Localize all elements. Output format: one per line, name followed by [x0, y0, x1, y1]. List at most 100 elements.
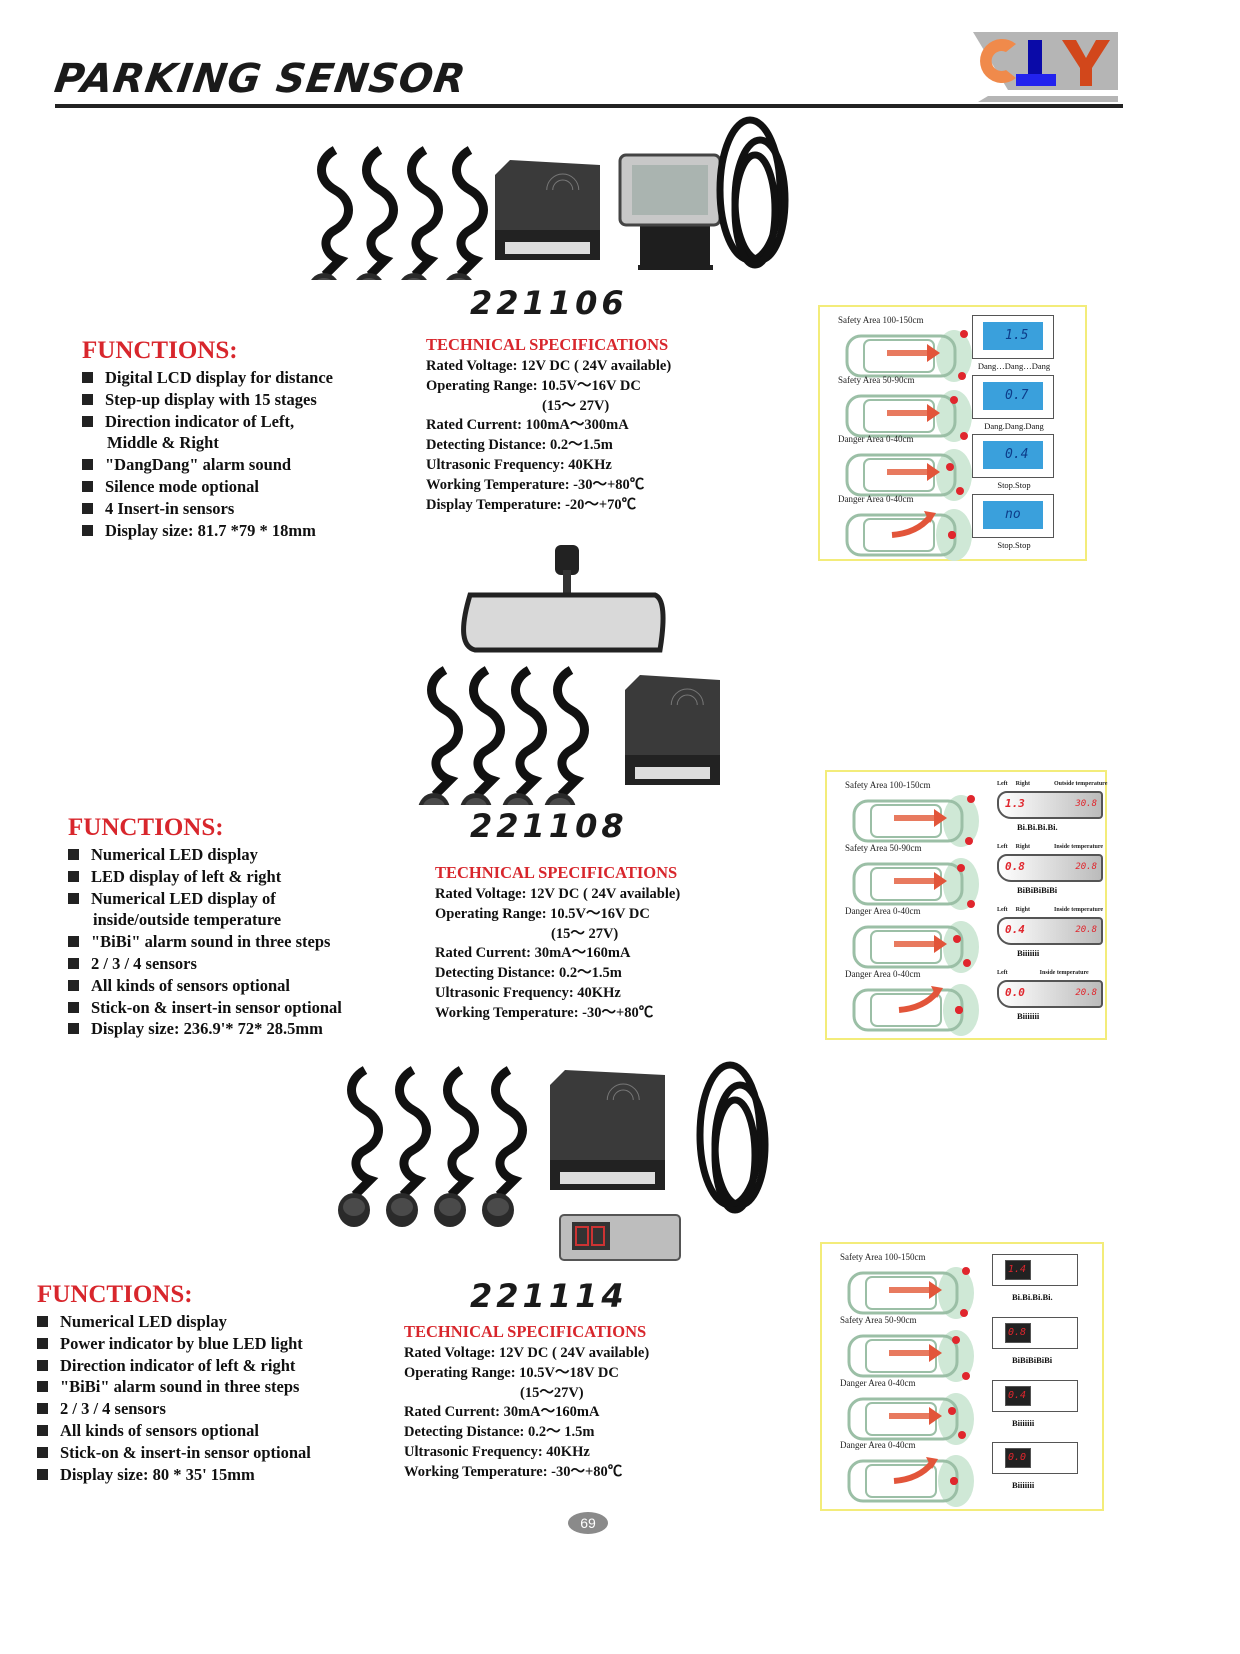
area-label: Danger Area 0-40cm	[845, 906, 921, 916]
bullet-square-icon	[82, 480, 93, 492]
spec-item: Rated Voltage: 12V DC ( 24V available)	[435, 886, 681, 902]
car-top-view-icon	[844, 1451, 974, 1516]
spec-item: Working Temperature: -30～+80℃	[404, 1463, 623, 1480]
function-item: Stick-on & insert-in sensor optional	[68, 997, 342, 1019]
product-photo	[400, 540, 740, 827]
function-item: 2 / 3 / 4 sensors	[37, 1398, 311, 1420]
right-label: Right	[1015, 844, 1031, 850]
area-label: Safety Area 100-150cm	[840, 1252, 926, 1262]
function-text: Middle & Right	[107, 433, 219, 453]
bullet-square-icon	[82, 459, 93, 471]
sensor-icon	[353, 146, 398, 307]
temperature-label: Inside temperature	[1054, 844, 1104, 850]
bullet-square-icon	[37, 1446, 48, 1458]
area-label: Safety Area 50-90cm	[845, 843, 922, 853]
function-item: Stick-on & insert-in sensor optional	[37, 1442, 311, 1464]
bullet-square-icon	[37, 1337, 48, 1349]
bullet-square-icon	[68, 1001, 79, 1013]
left-label: Left	[997, 907, 1008, 913]
display-illustration: 1.4	[992, 1254, 1078, 1286]
alarm-sound-label: Bi.Bi.Bi.Bi.	[1017, 822, 1058, 832]
display-value: 1.5	[1005, 328, 1029, 343]
cable-coil-icon	[716, 116, 789, 269]
bullet-square-icon	[82, 372, 93, 383]
bullet-square-icon	[68, 892, 79, 904]
spec-item: Rated Voltage: 12V DC ( 24V available)	[426, 358, 672, 374]
display-value: 0.4	[1008, 1389, 1027, 1401]
function-item: "BiBi" alarm sound in three steps	[68, 931, 342, 953]
lcd-screen: no	[983, 500, 1043, 529]
bullet-square-icon	[68, 979, 79, 991]
function-text: Numerical LED display	[91, 845, 258, 864]
specs-list: Rated Voltage: 12V DC ( 24V available)Op…	[404, 1344, 649, 1483]
sensor-icon	[338, 1066, 383, 1227]
function-text: "BiBi" alarm sound in three steps	[60, 1377, 300, 1397]
function-item: 2 / 3 / 4 sensors	[68, 953, 342, 975]
temperature-label: Inside temperature	[1039, 970, 1089, 976]
area-label: Danger Area 0-40cm	[845, 969, 921, 979]
specs-list: Rated Voltage: 12V DC ( 24V available)Op…	[426, 357, 671, 515]
function-text: Stick-on & insert-in sensor optional	[91, 997, 342, 1017]
function-text: Direction indicator of Left,	[105, 411, 295, 431]
function-item: Silence mode optional	[82, 476, 333, 498]
car-top-view-icon	[844, 1263, 974, 1328]
cable-coil-icon	[696, 1061, 769, 1214]
function-item: "BiBi" alarm sound in three steps	[37, 1376, 311, 1398]
display-value: 0.4	[1005, 447, 1029, 462]
spec-item: Ultrasonic Frequency: 40KHz	[426, 456, 612, 473]
function-text: Display size: 236.9'* 72* 28.5mm	[91, 1019, 323, 1039]
spec-item: Working Temperature: -30～+80℃	[435, 1004, 654, 1021]
function-text: LED display of left & right	[91, 866, 282, 886]
function-text: All kinds of sensors optional	[60, 1420, 259, 1440]
function-item: Middle & Right	[82, 432, 333, 454]
function-text: "BiBi" alarm sound in three steps	[91, 932, 331, 952]
spec-item: (15～27V)	[520, 1384, 584, 1401]
function-item: Direction indicator of left & right	[37, 1355, 311, 1377]
car-top-view-icon	[842, 445, 972, 510]
led-display-icon	[559, 1214, 681, 1261]
area-label: Danger Area 0-40cm	[840, 1377, 916, 1388]
spec-item: Detecting Distance: 0.2～1.5m	[435, 965, 622, 982]
temperature-value: 20.8	[1075, 925, 1097, 935]
function-item: Display size: 81.7 *79 * 18mm	[82, 520, 333, 542]
display-value: 0.0	[1008, 1452, 1027, 1464]
spec-item: (15～ 27V)	[551, 925, 619, 942]
functions-heading: FUNCTIONS:	[37, 1281, 193, 1308]
bullet-square-icon	[82, 524, 93, 536]
spec-item: Detecting Distance: 0.2～ 1.5m	[404, 1424, 595, 1441]
car-top-view-icon	[844, 1326, 974, 1391]
sensor-icon	[398, 146, 443, 307]
area-label: Danger Area 0-40cm	[838, 434, 914, 444]
left-label: Left	[997, 970, 1008, 976]
alarm-sound-label: Biiiiiii	[1012, 1417, 1035, 1428]
function-item: inside/outside temperature	[68, 909, 342, 931]
alarm-sound-label: Bi.Bi.Bi.Bi.	[1012, 1292, 1053, 1302]
left-label: Left	[997, 781, 1008, 787]
spec-item: Rated Voltage: 12V DC ( 24V available)	[404, 1345, 650, 1361]
display-value: 0.0	[1005, 986, 1025, 999]
function-text: Step-up display with 15 stages	[105, 389, 317, 409]
function-text: 2 / 3 / 4 sensors	[60, 1399, 166, 1419]
led-screen: 0.0	[1005, 1448, 1031, 1469]
spec-item: Display Temperature: -20～+70℃	[426, 496, 637, 513]
right-label: Right	[1015, 781, 1031, 787]
spec-item: Rated Current: 100mA～300mA	[426, 417, 629, 434]
function-item: All kinds of sensors optional	[37, 1420, 311, 1442]
function-text: "DangDang" alarm sound	[105, 455, 292, 475]
bullet-square-icon	[37, 1468, 48, 1480]
model-number: 221114	[470, 1277, 628, 1315]
functions-heading: FUNCTIONS:	[68, 814, 224, 841]
